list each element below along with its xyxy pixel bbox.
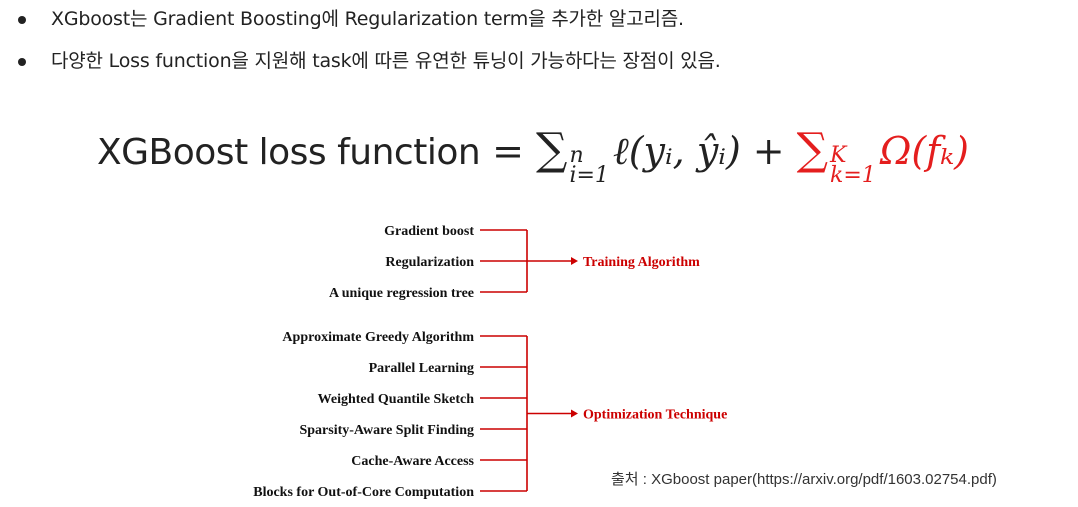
bullet-dot	[18, 58, 26, 66]
diagram-item-label: Cache-Aware Access	[351, 454, 474, 469]
formula-equals: =	[492, 129, 525, 173]
regularization-term: Ω(fₖ)	[879, 129, 969, 173]
sum-limits-loss: n i=1	[569, 143, 609, 188]
diagram-item-label: A unique regression tree	[329, 286, 474, 301]
sum-limits-regularization: K k=1	[830, 143, 876, 188]
bullet-list: XGboost는 Gradient Boosting에 Regularizati…	[18, 8, 721, 92]
diagram-item-label: Blocks for Out-of-Core Computation	[253, 485, 474, 500]
sum-upper-limit: K	[830, 143, 847, 168]
loss-term: ℓ(yᵢ, ŷᵢ)	[612, 129, 741, 173]
sum-upper-limit: n	[569, 143, 584, 168]
bullet-item: 다양한 Loss function을 지원해 task에 따른 유연한 튜닝이 …	[18, 50, 721, 72]
formula-lhs: XGBoost loss function	[97, 132, 481, 173]
bullet-text: 다양한 Loss function을 지원해 task에 따른 유연한 튜닝이 …	[51, 50, 721, 72]
source-citation: 출처 : XGboost paper(https://arxiv.org/pdf…	[611, 471, 997, 488]
diagram-item-label: Approximate Greedy Algorithm	[282, 330, 474, 345]
sum-symbol-regularization: ∑	[796, 124, 829, 175]
diagram-item-label: Regularization	[385, 255, 474, 270]
bullet-item: XGboost는 Gradient Boosting에 Regularizati…	[18, 8, 721, 30]
diagram-item-label: Weighted Quantile Sketch	[318, 392, 475, 407]
sum-lower-limit: k=1	[830, 163, 876, 188]
diagram-item-label: Gradient boost	[384, 224, 474, 239]
formula-plus: +	[752, 129, 785, 173]
diagram-item-label: Parallel Learning	[369, 361, 474, 376]
loss-formula: XGBoost loss function = ∑ n i=1 ℓ(yᵢ, ŷᵢ…	[97, 128, 969, 188]
arrow-head-icon	[571, 257, 578, 265]
diagram-group-label: Optimization Technique	[583, 408, 727, 423]
bullet-dot	[18, 16, 26, 24]
sum-symbol-loss: ∑	[536, 124, 568, 175]
diagram-group-label: Training Algorithm	[583, 255, 700, 270]
diagram-item-label: Sparsity-Aware Split Finding	[299, 423, 474, 438]
sum-lower-limit: i=1	[569, 163, 609, 188]
arrow-head-icon	[571, 409, 578, 418]
bullet-text: XGboost는 Gradient Boosting에 Regularizati…	[51, 8, 684, 30]
